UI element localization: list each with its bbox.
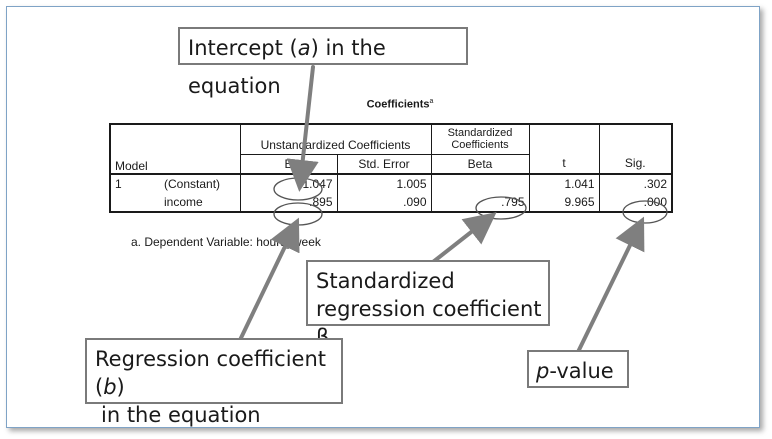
callout-line: Standardized xyxy=(316,269,455,293)
header-standardized-line2: Coefficients xyxy=(451,139,509,152)
cell-model xyxy=(109,192,160,213)
cell-term: (Constant) xyxy=(164,176,221,191)
cell-sig: .302 xyxy=(598,173,673,193)
cell-t: 1.041 xyxy=(528,173,599,193)
callout-line: in the equation xyxy=(101,403,261,427)
callout-text: ) in the equation xyxy=(188,36,386,98)
highlight-ellipse-beta xyxy=(475,196,527,220)
header-t-top xyxy=(528,123,599,154)
table-title: Coefficientsa xyxy=(300,98,500,111)
highlight-ellipse-pvalue xyxy=(622,200,668,224)
cell-std-error: 1.005 xyxy=(336,173,431,193)
callout-standardized-coefficient: Standardized regression coefficient β xyxy=(306,260,550,349)
highlight-ellipse-intercept xyxy=(273,177,323,201)
header-std-error: Std. Error xyxy=(336,154,431,175)
header-standardized: Standardized Coefficients xyxy=(430,123,529,155)
header-beta: Beta xyxy=(430,154,529,175)
arrow-intercept xyxy=(286,65,319,192)
cell-model: 1 xyxy=(109,173,160,193)
header-sig: Sig. xyxy=(598,154,673,175)
cell-term: income xyxy=(160,192,240,213)
callout-text: Regression coefficient ( xyxy=(95,347,326,399)
header-corner xyxy=(109,123,240,154)
callout-line: Regression coefficient (b) xyxy=(95,345,341,401)
callout-line: regression coefficient β xyxy=(316,297,542,349)
header-sig-top xyxy=(598,123,673,154)
header-standardized-line1: Standardized xyxy=(447,127,513,140)
callout-variable: p xyxy=(536,359,550,383)
header-t: t xyxy=(528,154,599,175)
callout-variable: a xyxy=(297,36,311,60)
callout-intercept: Intercept (a) in the equation xyxy=(178,27,468,98)
highlight-ellipse-slope xyxy=(273,202,323,226)
table-title-superscript: a xyxy=(429,98,434,105)
cell-std-error: .090 xyxy=(336,192,431,213)
cell-t: 9.965 xyxy=(528,192,599,213)
header-unstandardized: Unstandardized Coefficients xyxy=(239,123,431,155)
coefficients-table: Unstandardized Coefficients Standardized… xyxy=(109,123,673,213)
callout-text: Intercept ( xyxy=(188,36,298,60)
table-title-text: Coefficients xyxy=(366,98,430,111)
callout-text: -value xyxy=(549,359,614,383)
cell-beta xyxy=(430,173,529,193)
header-model: Model xyxy=(109,154,240,175)
callout-text: ) xyxy=(116,375,125,399)
callout-regression-coefficient: Regression coefficient (b) in the equati… xyxy=(85,338,343,427)
arrow-standardized xyxy=(431,212,497,264)
callout-p-value: p-value xyxy=(527,350,629,388)
callout-variable: b xyxy=(103,375,117,399)
arrow-regression xyxy=(238,217,300,342)
arrow-pvalue xyxy=(576,216,645,354)
